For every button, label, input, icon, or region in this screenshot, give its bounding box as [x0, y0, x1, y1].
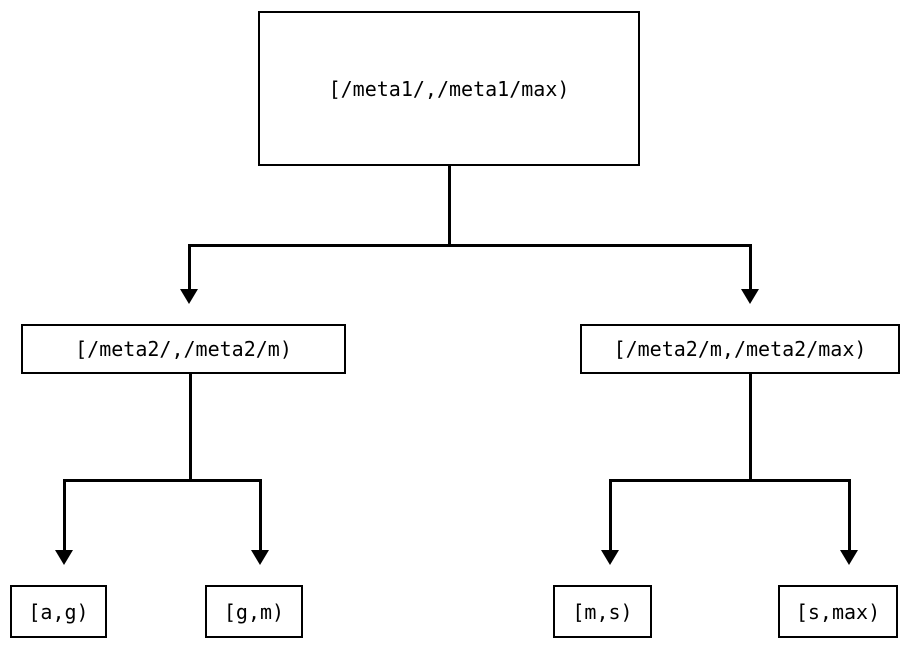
- tree-leaf-a-g[interactable]: [a,g): [10, 585, 107, 638]
- tree-node-level2-right-label: [/meta2/m,/meta2/max): [613, 337, 867, 361]
- tree-node-root-label: [/meta1/,/meta1/max): [328, 76, 570, 101]
- tree-node-level2-right[interactable]: [/meta2/m,/meta2/max): [580, 324, 900, 374]
- tree-node-root[interactable]: [/meta1/,/meta1/max): [258, 11, 640, 166]
- tree-node-level2-left[interactable]: [/meta2/,/meta2/m): [21, 324, 346, 374]
- arrowhead-down-icon-leaf-ms: [601, 550, 619, 565]
- tree-leaf-g-m[interactable]: [g,m): [205, 585, 303, 638]
- edge-level2-left-stem: [189, 374, 192, 481]
- edge-level2-right-crossbar: [609, 479, 851, 482]
- tree-leaf-s-max[interactable]: [s,max): [778, 585, 898, 638]
- arrowhead-down-icon-leaf-ag: [55, 550, 73, 565]
- edge-root-to-level2-left: [188, 244, 191, 291]
- edge-level2-right-to-leaf-smax: [848, 479, 851, 552]
- tree-leaf-s-max-label: [s,max): [795, 599, 881, 624]
- tree-leaf-g-m-label: [g,m): [223, 599, 285, 624]
- arrowhead-down-icon-root-left: [180, 289, 198, 304]
- edge-root-stem: [448, 166, 451, 247]
- edge-level2-left-to-leaf-gm: [259, 479, 262, 552]
- arrowhead-down-icon-leaf-gm: [251, 550, 269, 565]
- tree-node-level2-left-label: [/meta2/,/meta2/m): [75, 337, 292, 361]
- tree-leaf-a-g-label: [a,g): [28, 599, 89, 624]
- edge-level2-left-crossbar: [63, 479, 262, 482]
- arrowhead-down-icon-root-right: [741, 289, 759, 304]
- tree-leaf-m-s-label: [m,s): [572, 599, 633, 624]
- edge-level2-right-stem: [749, 374, 752, 481]
- edge-level2-right-to-leaf-ms: [609, 479, 612, 552]
- edge-root-to-level2-right: [749, 244, 752, 291]
- edge-level2-left-to-leaf-ag: [63, 479, 66, 552]
- edge-root-crossbar: [188, 244, 752, 247]
- tree-leaf-m-s[interactable]: [m,s): [553, 585, 652, 638]
- arrowhead-down-icon-leaf-smax: [840, 550, 858, 565]
